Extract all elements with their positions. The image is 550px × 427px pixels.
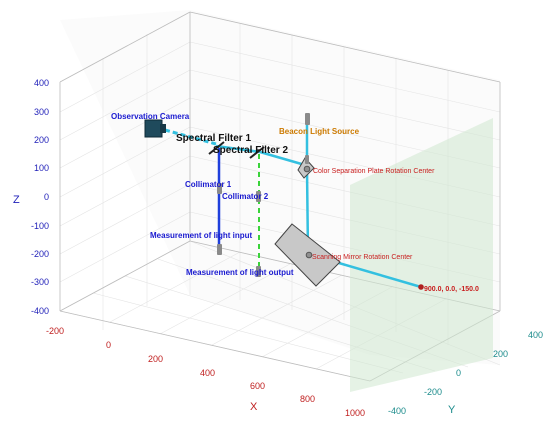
spectral-filter-1-shape bbox=[208, 141, 225, 155]
x-tick: 0 bbox=[106, 340, 111, 350]
filter-beam bbox=[215, 144, 261, 154]
component-markers bbox=[217, 113, 310, 277]
observation-camera-icon bbox=[144, 119, 166, 138]
label-measurement-output: Measurement of light output bbox=[186, 268, 294, 277]
x-tick: 200 bbox=[148, 354, 163, 364]
z-tick: -300 bbox=[31, 277, 49, 287]
y-axis: -400 -200 0 200 400 Y bbox=[388, 330, 543, 416]
label-beacon-light-source: Beacon Light Source bbox=[279, 127, 360, 136]
z-tick: 100 bbox=[34, 163, 49, 173]
camera-beam bbox=[164, 128, 217, 146]
x-tick: 600 bbox=[250, 381, 265, 391]
y-tick: 400 bbox=[528, 330, 543, 340]
label-observation-camera: Observation Camera bbox=[111, 112, 190, 121]
beam-endpoint-point bbox=[418, 284, 424, 290]
collimator-2-marker bbox=[256, 191, 261, 202]
plate-vertical-marker bbox=[305, 155, 309, 164]
x-axis-title: X bbox=[250, 401, 258, 413]
target-plane bbox=[350, 118, 493, 392]
y-axis-title: Y bbox=[448, 404, 456, 416]
z-axis: 400 300 200 100 0 -100 -200 -300 -400 Z bbox=[13, 78, 49, 316]
z-tick: 300 bbox=[34, 107, 49, 117]
label-plate-rotation-center: Color Separation Plate Rotation Center bbox=[313, 168, 435, 175]
spectral-filter-2-shape bbox=[249, 146, 265, 159]
x-tick: 400 bbox=[200, 368, 215, 378]
y-tick: -200 bbox=[424, 387, 442, 397]
beacon-source-marker bbox=[305, 113, 310, 125]
label-endpoint-readout: 900.0, 0.0, -150.0 bbox=[424, 286, 479, 293]
x-tick: 800 bbox=[300, 394, 315, 404]
z-tick: -100 bbox=[31, 221, 49, 231]
z-tick: 400 bbox=[34, 78, 49, 88]
label-spectral-filter-1: Spectral Filter 1 bbox=[176, 133, 251, 144]
label-collimator-2: Collimator 2 bbox=[222, 192, 269, 201]
z-tick: -200 bbox=[31, 249, 49, 259]
y-tick: 200 bbox=[493, 349, 508, 359]
mirror-rotation-center-point bbox=[305, 251, 313, 259]
z-tick: 0 bbox=[44, 192, 49, 202]
x-tick: -200 bbox=[46, 326, 64, 336]
x-axis: -200 0 200 400 600 800 1000 X bbox=[46, 326, 365, 418]
label-collimator-1: Collimator 1 bbox=[185, 180, 232, 189]
z-tick: 200 bbox=[34, 135, 49, 145]
plate-rotation-center-point bbox=[303, 165, 311, 173]
y-tick: -400 bbox=[388, 406, 406, 416]
y-tick: 0 bbox=[456, 368, 461, 378]
output-detector-marker bbox=[256, 266, 261, 277]
collimator-1-marker bbox=[217, 183, 222, 194]
input-detector-marker bbox=[217, 244, 222, 255]
x-tick: 1000 bbox=[345, 408, 365, 418]
label-measurement-input: Measurement of light input bbox=[150, 231, 253, 240]
label-mirror-rotation-center: Scanning Mirror Rotation Center bbox=[312, 254, 413, 261]
label-spectral-filter-2: Spectral Filter 2 bbox=[213, 145, 288, 156]
z-tick: -400 bbox=[31, 306, 49, 316]
component-labels: Observation Camera Spectral Filter 1 Spe… bbox=[111, 112, 479, 293]
z-axis-title: Z bbox=[13, 194, 20, 206]
beam-to-plate bbox=[259, 150, 306, 167]
